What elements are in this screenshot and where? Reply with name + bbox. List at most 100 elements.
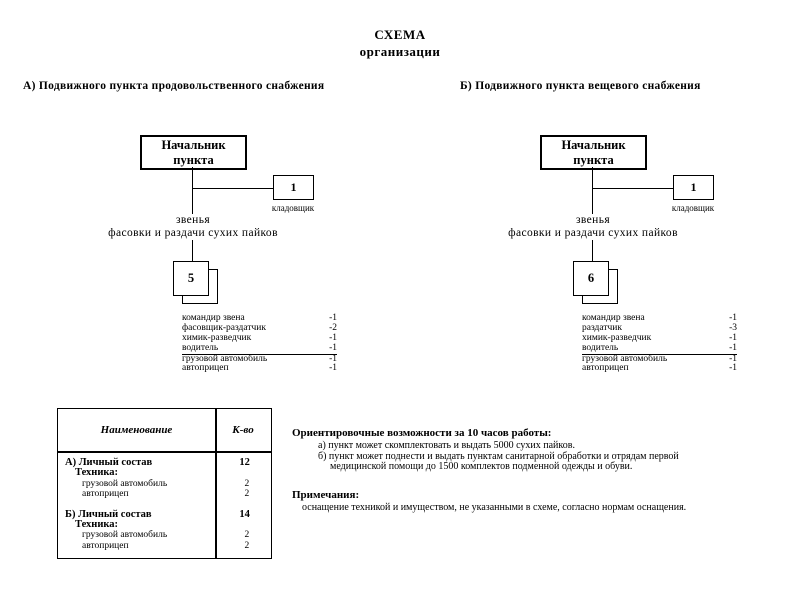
- connector-vertical-line: [192, 240, 193, 261]
- staff-row: химик-разведчик -1: [582, 332, 737, 344]
- staff-row: автоприцеп -1: [582, 364, 737, 374]
- table-cell-label: грузовой автомобиль: [82, 478, 168, 489]
- table-row: А) Личный состав 12: [58, 457, 271, 468]
- staff-name: раздатчик: [582, 322, 622, 333]
- capability-item-a: а) пункт может скомплектовать и выдать 5…: [318, 440, 575, 451]
- table-column-divider: [215, 409, 217, 558]
- notes-block: Ориентировочные возможности за 10 часов …: [292, 427, 772, 513]
- table-cell-value: 2: [244, 488, 250, 499]
- table-header-row: Наименование К-во: [58, 409, 271, 453]
- unit-count-box: 6: [573, 261, 609, 296]
- staff-value: -1: [729, 353, 737, 364]
- units-label-line2: фасовки и раздачи сухих пайков: [108, 226, 278, 239]
- section-b-header: Б) Подвижного пункта вещевого снабжения: [460, 80, 701, 92]
- table-header-name: Наименование: [100, 424, 173, 436]
- staff-name: грузовой автомобиль: [582, 353, 668, 364]
- table-cell-value: 2: [244, 530, 250, 541]
- units-label-line1: звенья: [575, 214, 611, 226]
- staff-value: -3: [729, 322, 737, 333]
- staff-value: -1: [729, 313, 737, 323]
- table-cell-label: автоприцеп: [82, 540, 129, 551]
- page-title-line1: СХЕМА: [374, 27, 426, 42]
- table-row-spacer: [58, 499, 271, 509]
- staff-list: командир звена -1 фасовщик-раздатчик -2 …: [182, 313, 337, 374]
- connector-vertical-line: [592, 167, 593, 214]
- connector-vertical-line: [592, 240, 593, 261]
- table-row: Техника:: [58, 467, 271, 479]
- storekeeper-label: кладовщик: [271, 203, 315, 213]
- staff-row: химик-разведчик -1: [182, 332, 337, 344]
- unit-count-box: 5: [173, 261, 209, 296]
- staff-name: автоприцеп: [182, 363, 229, 374]
- units-label-line1: звенья: [175, 214, 211, 226]
- head-box-line2: пункта: [573, 153, 614, 167]
- table-cell-label: Техника:: [75, 467, 119, 478]
- storekeeper-count-box: 1: [273, 175, 314, 200]
- table-row: грузовой автомобиль 2: [58, 530, 271, 540]
- table-cell-value: 12: [239, 457, 250, 468]
- head-box-line1: Начальник: [561, 138, 626, 152]
- summary-table: Наименование К-во А) Личный состав 12 Те…: [57, 408, 272, 559]
- staff-row: грузовой автомобиль -1: [582, 353, 737, 365]
- staff-name: водитель: [182, 342, 219, 353]
- capability-item-b: б) пункт может поднести и выдать пунктам…: [318, 450, 679, 462]
- staff-name: фасовщик-раздатчик: [182, 322, 266, 333]
- staff-name: командир звена: [582, 313, 645, 323]
- table-row: автоприцеп 2: [58, 489, 271, 499]
- staff-name: автоприцеп: [582, 363, 629, 374]
- remarks-title: Примечания:: [292, 488, 360, 501]
- staff-value: -2: [329, 322, 337, 333]
- staff-name: водитель: [582, 342, 619, 353]
- table-cell-label: грузовой автомобиль: [82, 530, 168, 541]
- table-cell-value: [221, 468, 271, 479]
- storekeeper-count-box: 1: [673, 175, 714, 200]
- connector-vertical-line: [192, 167, 193, 214]
- page-title: СХЕМА организации: [280, 26, 520, 60]
- staff-row: грузовой автомобиль -1: [182, 353, 337, 365]
- capabilities-title: Ориентировочные возможности за 10 часов …: [292, 427, 552, 439]
- capability-item-b-cont: медицинской помощи до 1500 комплектов по…: [330, 461, 633, 472]
- staff-value: -1: [729, 363, 737, 374]
- orgchart-clothing-supply: Начальник пункта 1 кладовщик звенья фасо…: [400, 0, 800, 420]
- units-label: звенья фасовки и раздачи сухих пайков: [83, 214, 303, 239]
- staff-value: -1: [329, 353, 337, 364]
- table-cell-value: [221, 520, 271, 531]
- storekeeper-label: кладовщик: [671, 203, 715, 213]
- staff-name: химик-разведчик: [182, 332, 252, 343]
- table-row: грузовой автомобиль 2: [58, 479, 271, 489]
- staff-list: командир звена -1 раздатчик -3 химик-раз…: [582, 313, 737, 374]
- staff-name: грузовой автомобиль: [182, 353, 268, 364]
- table-cell-value: 2: [244, 478, 250, 489]
- orgchart-food-supply: Начальник пункта 1 кладовщик звенья фасо…: [0, 0, 400, 420]
- staff-name: химик-разведчик: [582, 332, 652, 343]
- head-box-line2: пункта: [173, 153, 214, 167]
- staff-value: -1: [729, 342, 737, 353]
- staff-row: водитель -1: [582, 342, 737, 355]
- head-box-line1: Начальник: [161, 138, 226, 152]
- remarks-body: оснащение техникой и имуществом, не указ…: [302, 501, 687, 513]
- staff-value: -1: [729, 332, 737, 343]
- page-title-line2: организации: [359, 44, 441, 59]
- table-row: Техника:: [58, 518, 271, 531]
- table-row: Б) Личный состав 14: [58, 509, 271, 520]
- section-a-header: А) Подвижного пункта продовольственного …: [23, 80, 325, 92]
- staff-value: -1: [329, 342, 337, 353]
- staff-row: командир звена -1: [182, 313, 337, 324]
- staff-row: водитель -1: [182, 342, 337, 355]
- connector-horizontal-line: [193, 188, 273, 189]
- staff-row: фасовщик-раздатчик -2: [182, 322, 337, 334]
- units-label: звенья фасовки и раздачи сухих пайков: [483, 214, 703, 239]
- head-of-point-box: Начальник пункта: [140, 135, 247, 170]
- staff-row: раздатчик -3: [582, 322, 737, 334]
- table-row: автоприцеп 2: [58, 541, 271, 551]
- staff-value: -1: [329, 313, 337, 323]
- table-cell-value: 14: [239, 508, 250, 520]
- head-of-point-box: Начальник пункта: [540, 135, 647, 170]
- staff-row: автоприцеп -1: [182, 364, 337, 374]
- connector-horizontal-line: [593, 188, 673, 189]
- table-cell-label: Техника:: [75, 518, 119, 530]
- table-header-qty: К-во: [232, 424, 254, 436]
- staff-value: -1: [329, 332, 337, 343]
- units-label-line2: фасовки и раздачи сухих пайков: [508, 226, 678, 239]
